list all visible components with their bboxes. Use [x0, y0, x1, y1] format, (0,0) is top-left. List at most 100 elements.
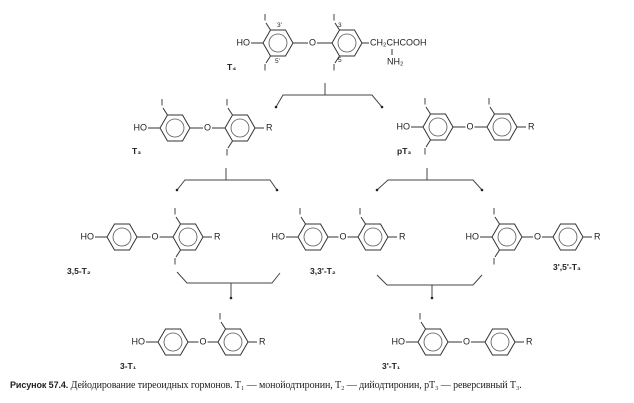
molecule-label: T₄	[227, 62, 236, 72]
iodine-atom: I	[333, 62, 336, 72]
radical-r: R	[214, 231, 221, 241]
ether-oxygen: O	[151, 231, 158, 241]
branch-arrow-t4	[275, 83, 383, 108]
radical-r: R	[259, 336, 266, 346]
iodine-atom: I	[424, 146, 427, 156]
iodine-atom: I	[226, 97, 229, 107]
hydroxyl-group: HO	[237, 37, 251, 47]
hydroxyl-group: HO	[272, 231, 286, 241]
iodine-bond	[227, 140, 233, 149]
arrow-head	[430, 296, 434, 300]
iodine-bond	[494, 249, 500, 258]
iodine-atom: I	[419, 311, 422, 321]
iodine-bond	[175, 249, 181, 258]
radical-r: R	[594, 231, 601, 241]
hydroxyl-group: HO	[397, 121, 411, 131]
ether-oxygen: O	[199, 336, 206, 346]
molecule-label: pT₃	[397, 146, 411, 156]
iodine-bond	[494, 216, 500, 225]
iodine-atom: I	[226, 147, 229, 157]
iodine-bond	[175, 216, 181, 225]
figure-caption: Рисунок 57.4. Дейодирование тиреоидных г…	[10, 380, 522, 391]
hydroxyl-group: HO	[134, 122, 148, 132]
position-3prime: 3'	[277, 22, 282, 29]
iodine-atom: I	[333, 12, 336, 22]
aromatic-circle	[490, 332, 510, 352]
radical-r: R	[526, 336, 533, 346]
arrow-head	[380, 105, 384, 109]
branch-arrow-t3	[176, 168, 278, 191]
radical-r: R	[528, 121, 535, 131]
position-5: 5	[338, 57, 342, 64]
iodine-bond	[265, 55, 271, 64]
iodine-atom: I	[299, 206, 302, 216]
molecule-t2-33: HO O I I R 3,3'-T₂	[272, 206, 407, 276]
iodine-atom: I	[264, 12, 267, 22]
merge-arrow-3prime-t1	[376, 274, 483, 298]
aromatic-circle	[423, 332, 443, 352]
branch-arrow-rt3	[376, 168, 483, 191]
arrow-head	[175, 188, 179, 192]
molecule-label: 3,3'-T₂	[310, 266, 336, 276]
aromatic-circle	[178, 227, 198, 247]
arrow-head	[229, 296, 233, 300]
aromatic-circle	[165, 118, 185, 138]
molecule-label: T₃	[132, 146, 141, 156]
radical-r: R	[399, 231, 406, 241]
aromatic-circle	[558, 227, 578, 247]
iodine-bond	[425, 106, 431, 115]
merge-arrow-3-t1	[176, 271, 281, 298]
hydroxyl-group: HO	[392, 336, 406, 346]
reaction-arrows	[175, 83, 484, 300]
iodine-atom: I	[219, 311, 222, 321]
iodine-bond	[489, 106, 495, 115]
iodine-atom: I	[264, 62, 267, 72]
iodine-bond	[220, 321, 226, 330]
arrow-head	[375, 188, 379, 192]
iodine-atom: I	[424, 96, 427, 106]
iodine-bond	[360, 216, 366, 225]
molecule-label: 3,5-T₂	[67, 266, 91, 276]
position-5prime: 5'	[275, 58, 280, 65]
arrow-head	[480, 188, 484, 192]
hydroxyl-group: HO	[466, 231, 480, 241]
molecule-label: 3',5'-T₃	[553, 262, 581, 272]
aromatic-circle	[428, 117, 448, 137]
aromatic-circle	[337, 33, 357, 53]
iodine-atom: I	[493, 206, 496, 216]
iodine-bond	[425, 139, 431, 148]
iodine-bond	[334, 55, 340, 64]
ether-oxygen: O	[339, 231, 346, 241]
iodine-bond	[420, 321, 426, 330]
iodine-bond	[227, 107, 233, 116]
aromatic-circle	[230, 118, 250, 138]
aromatic-circle	[492, 117, 512, 137]
aromatic-circle	[497, 227, 517, 247]
iodine-atom: I	[359, 206, 362, 216]
iodine-atom: I	[174, 256, 177, 266]
position-3: 3	[338, 22, 342, 29]
ether-oxygen: O	[466, 121, 473, 131]
ether-oxygen: O	[204, 122, 211, 132]
hydroxyl-group: HO	[81, 231, 95, 241]
iodine-bond	[300, 216, 306, 225]
iodine-bond	[265, 22, 271, 31]
aromatic-circle	[363, 227, 383, 247]
aromatic-circle	[112, 227, 132, 247]
iodine-atom: I	[161, 97, 164, 107]
aromatic-circle	[223, 332, 243, 352]
figure-number: Рисунок 57.4.	[10, 380, 69, 390]
caption-text: Дейодирование тиреоидных гормонов. T₁ — …	[68, 380, 522, 391]
molecule-label: 3'-T₁	[382, 361, 401, 371]
hydroxyl-group: HO	[132, 336, 146, 346]
side-chain: CH₂CHCOOH	[370, 37, 427, 47]
iodine-bond	[162, 107, 168, 116]
arrow-head	[274, 105, 278, 109]
